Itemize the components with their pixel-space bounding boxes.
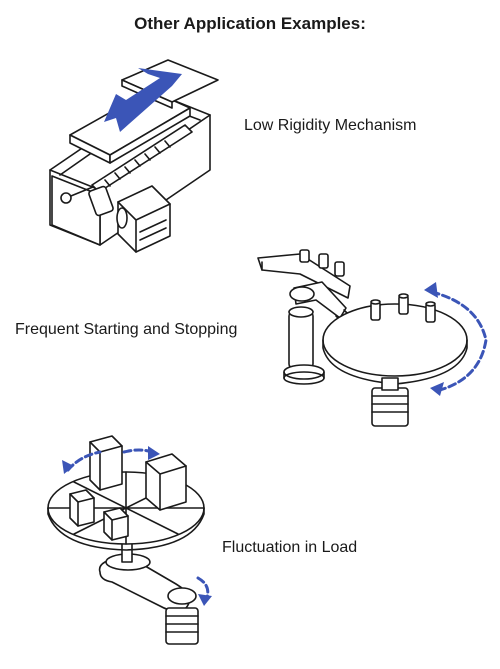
label-frequent-start-stop: Frequent Starting and Stopping bbox=[15, 321, 238, 338]
rotary-table-illustration bbox=[257, 249, 488, 427]
label-fluctuation-load: Fluctuation in Load bbox=[222, 539, 358, 556]
label-low-rigidity: Low Rigidity Mechanism bbox=[244, 117, 417, 134]
linear-stage-illustration bbox=[49, 59, 219, 253]
page-title: Other Application Examples: bbox=[134, 14, 366, 33]
load-disc-illustration bbox=[47, 435, 212, 645]
